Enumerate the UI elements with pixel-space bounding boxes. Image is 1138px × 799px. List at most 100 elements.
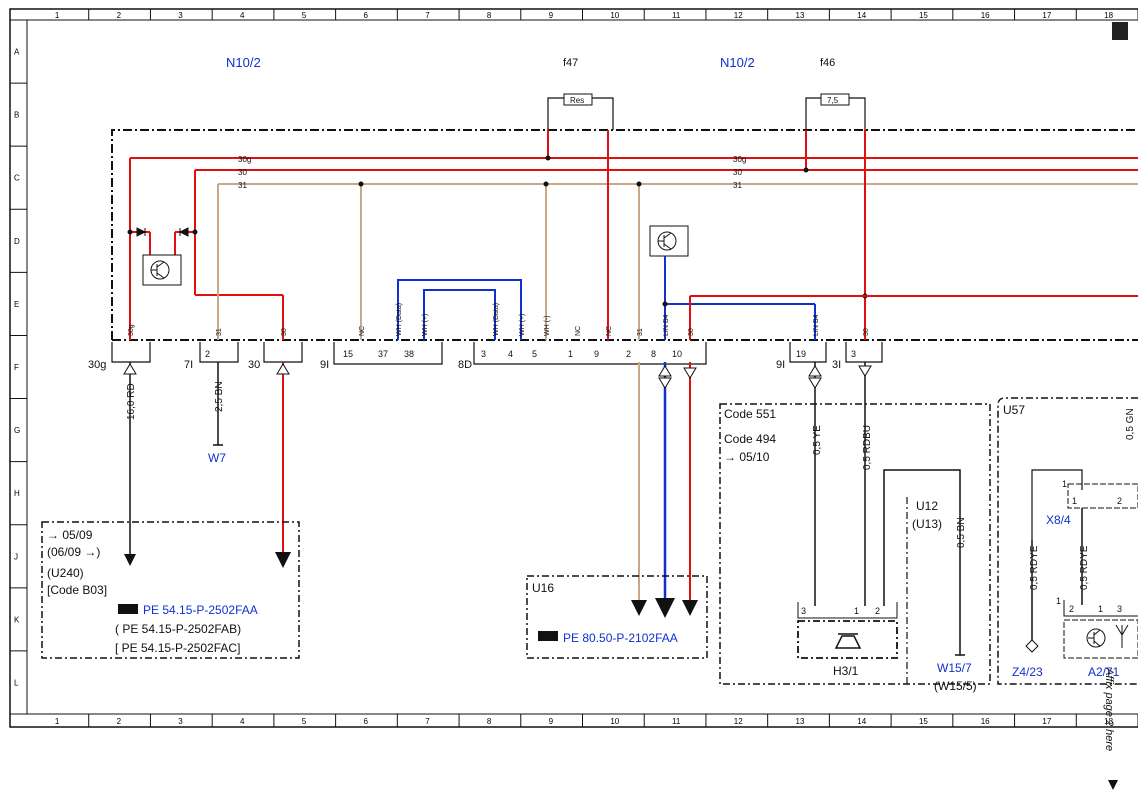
svg-text:31: 31 — [733, 181, 742, 190]
ruler-col-label: 7 — [425, 717, 430, 726]
ruler-col-label: 4 — [240, 11, 245, 20]
svg-text:→ 05/10: → 05/10 — [724, 450, 770, 464]
svg-text:WH (+): WH (+) — [519, 314, 526, 336]
transistor-symbol-left — [142, 254, 182, 286]
ruler-col-label: 15 — [919, 717, 928, 726]
module-boundary-n10 — [111, 129, 1138, 341]
affix-page-note: Affix page 2 here — [1103, 667, 1115, 751]
hand-pointer-icon — [118, 604, 138, 614]
ruler-col-label: 10 — [610, 11, 619, 20]
svg-text:30: 30 — [733, 168, 742, 177]
transistor-symbol-right — [649, 225, 689, 257]
svg-text:37: 37 — [378, 349, 388, 359]
svg-text:2: 2 — [1069, 604, 1074, 614]
u57-box — [997, 397, 1138, 685]
svg-text:19: 19 — [796, 349, 806, 359]
svg-text:2: 2 — [875, 606, 880, 616]
ruler-row-label: A — [14, 48, 20, 57]
svg-text:1: 1 — [1072, 496, 1077, 506]
svg-text:0,5 YE: 0,5 YE — [812, 425, 823, 455]
ruler-col-label: 8 — [487, 717, 492, 726]
reference-box-left — [41, 521, 300, 659]
ruler-col-label: 13 — [796, 11, 805, 20]
svg-text:NC: NC — [575, 326, 582, 336]
svg-text:9: 9 — [594, 349, 599, 359]
ruler-col-label: 14 — [857, 11, 866, 20]
svg-text:2,5 BN: 2,5 BN — [214, 381, 225, 412]
svg-text:2: 2 — [626, 349, 631, 359]
svg-text:30: 30 — [688, 328, 695, 336]
fuse-f47-symbol — [563, 93, 593, 106]
ruler-col-label: 16 — [981, 717, 990, 726]
svg-text:U16: U16 — [532, 581, 554, 595]
svg-text:WH (Data): WH (Data) — [396, 303, 403, 336]
svg-text:WH (-): WH (-) — [544, 315, 551, 336]
ruler-col-label: 16 — [981, 11, 990, 20]
ruler-col-label: 5 — [302, 11, 307, 20]
svg-text:1: 1 — [1062, 479, 1067, 489]
svg-text:WH (+): WH (+) — [422, 314, 429, 336]
svg-text:5: 5 — [532, 349, 537, 359]
ruler-col-label: 7 — [425, 11, 430, 20]
svg-text:H3/1: H3/1 — [833, 664, 859, 678]
ruler-row-label: K — [14, 615, 20, 624]
label-n10-right: N10/2 — [720, 55, 755, 70]
svg-text:9I: 9I — [776, 359, 785, 371]
ruler-row-label: B — [14, 111, 19, 120]
u16-box — [526, 575, 708, 659]
label-fuse-f46: f46 — [820, 57, 835, 69]
ref-w7: W7 — [208, 451, 226, 465]
hand-pointer-icon-u16 — [538, 631, 558, 641]
fuse-f46-symbol — [820, 93, 850, 106]
ruler-row-label: C — [14, 174, 20, 183]
svg-text:9I: 9I — [320, 359, 329, 371]
ruler-col-label: 4 — [240, 717, 245, 726]
svg-text:NC: NC — [606, 326, 613, 336]
svg-text:3: 3 — [801, 606, 806, 616]
svg-text:7I: 7I — [184, 359, 193, 371]
svg-text:[Code B03]: [Code B03] — [47, 583, 107, 597]
svg-text:NC: NC — [359, 326, 366, 336]
svg-text:30g: 30g — [733, 155, 746, 164]
svg-text:30: 30 — [863, 328, 870, 336]
ruler-col-label: 1 — [55, 717, 60, 726]
code-551-box — [719, 403, 991, 685]
svg-text:Code 551: Code 551 — [724, 407, 776, 421]
svg-text:0,5 RDBU: 0,5 RDBU — [862, 425, 873, 470]
ruler-col-label: 9 — [549, 11, 554, 20]
svg-text:30g: 30g — [88, 359, 106, 371]
ruler-col-label: 15 — [919, 11, 928, 20]
svg-text:1: 1 — [1056, 596, 1061, 606]
ruler-col-label: 6 — [363, 717, 368, 726]
svg-text:30g: 30g — [238, 155, 251, 164]
svg-text:0,5 RDYE: 0,5 RDYE — [1079, 545, 1090, 590]
ruler-col-label: 17 — [1042, 717, 1051, 726]
ref-a2-71: A2/71 — [1088, 665, 1120, 679]
svg-text:4: 4 — [508, 349, 513, 359]
svg-text:[ PE 54.15-P-2502FAC]: [ PE 54.15-P-2502FAC] — [115, 641, 240, 655]
svg-text:1: 1 — [568, 349, 573, 359]
triangle-marker-icon — [1108, 780, 1118, 790]
antenna-icon — [1115, 624, 1129, 648]
pe-link-u16[interactable]: PE 80.50-P-2102FAA — [563, 631, 678, 645]
svg-text:WH (Data): WH (Data) — [493, 303, 500, 336]
pe-link-1[interactable]: PE 54.15-P-2502FAA — [143, 603, 258, 617]
diode-left-icon — [136, 227, 147, 237]
svg-text:(U240): (U240) — [47, 566, 84, 580]
ground-diamond-icon — [1025, 639, 1039, 653]
ruler-col-label: 11 — [672, 717, 681, 726]
svg-text:0,5 RDYE: 0,5 RDYE — [1029, 545, 1040, 590]
ruler-col-label: 2 — [117, 11, 122, 20]
svg-text:31: 31 — [216, 328, 223, 336]
svg-text:30g: 30g — [128, 324, 135, 336]
ruler-col-label: 3 — [178, 717, 183, 726]
svg-text:Code 494: Code 494 — [724, 432, 776, 446]
svg-text:3: 3 — [1117, 604, 1122, 614]
svg-text:31: 31 — [238, 181, 247, 190]
svg-text:3: 3 — [851, 349, 856, 359]
ref-x8-4: X8/4 — [1046, 513, 1071, 527]
